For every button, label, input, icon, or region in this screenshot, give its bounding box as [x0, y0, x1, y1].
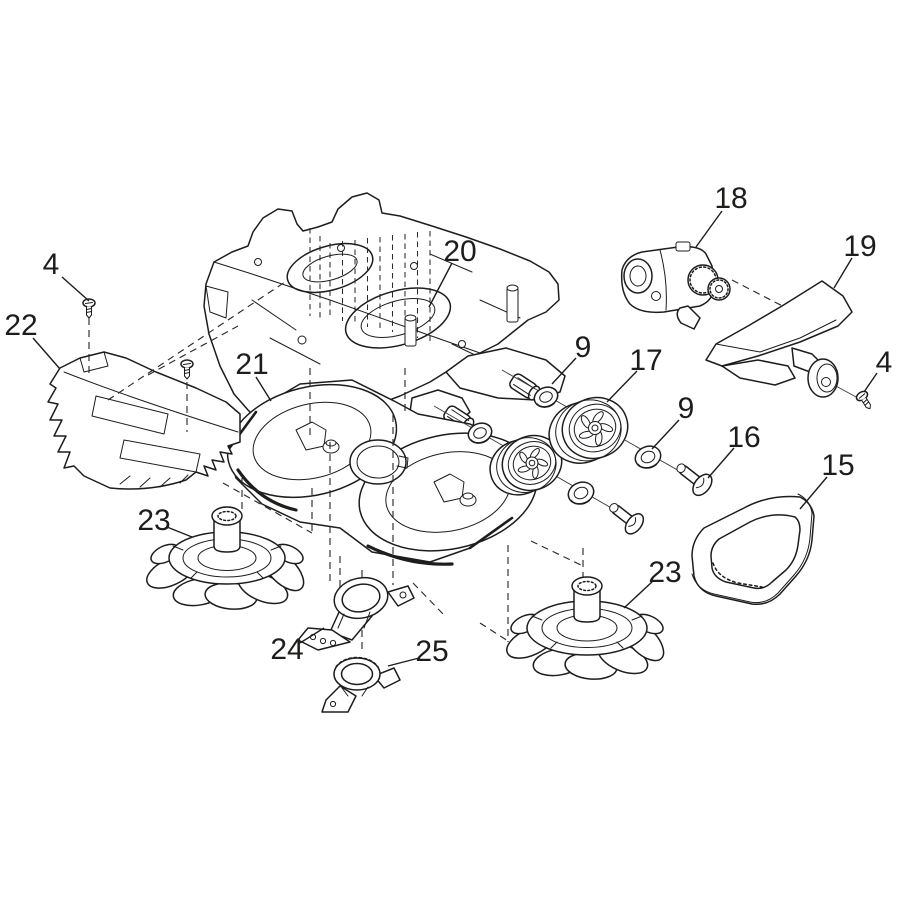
hub-socket-right [433, 473, 465, 503]
turbine-shaft [573, 587, 601, 623]
bearing-bushing [467, 422, 493, 444]
alignment-dashed-comb [309, 228, 431, 341]
bearing-clamp-lower [321, 656, 401, 713]
guide-post [506, 284, 519, 323]
callout-15: 15 [821, 449, 854, 482]
callout-21: 21 [235, 348, 268, 381]
callout-19: 19 [843, 230, 876, 263]
axle-bolt [609, 503, 645, 535]
leader-line-9-lower [651, 419, 680, 450]
center-ring-port [349, 439, 409, 485]
side-fin-panel-drawing [705, 280, 853, 398]
bearing-bushing [533, 386, 559, 408]
callout-18: 18 [714, 182, 747, 215]
turbine-cap [211, 506, 243, 526]
turbine-shaft [213, 517, 241, 553]
callout-16: 16 [727, 421, 760, 454]
callout-17: 17 [629, 344, 662, 377]
gear-stack [687, 264, 731, 301]
side-bumper-panel-drawing [47, 351, 241, 490]
callout-9-lower: 9 [678, 392, 695, 425]
bearing-bushings [467, 386, 662, 505]
leader-line-4-left [61, 276, 90, 302]
guide-post [404, 314, 417, 347]
impeller-turbine-left [146, 506, 305, 610]
leader-line-9-upper [551, 357, 577, 385]
leader-line-17 [606, 370, 638, 403]
leader-line-22 [32, 337, 61, 370]
leader-line-21 [255, 376, 272, 402]
mounting-screw-left [82, 298, 96, 319]
turbine-cap [571, 576, 603, 596]
mounting-screw-right [855, 390, 871, 410]
callout-25: 25 [415, 635, 448, 668]
leader-line-18 [695, 210, 723, 248]
drive-pulley-small [489, 434, 563, 496]
motor-gearbox-drawing [620, 241, 731, 330]
rubber-track-drawing [691, 493, 815, 606]
leader-line-19 [833, 257, 853, 289]
axle-bolt [676, 463, 713, 497]
bearing-bushing [634, 445, 662, 469]
drive-pulley-large [548, 396, 629, 464]
bearing-clamp-upper [297, 576, 415, 651]
caster-roller [807, 358, 839, 398]
clamp-tab [387, 585, 415, 607]
callout-4-left: 4 [43, 248, 60, 281]
leader-line-23-left [166, 526, 193, 538]
callout-20: 20 [443, 235, 476, 268]
hub-socket-left [295, 421, 327, 451]
callout-24: 24 [270, 633, 303, 666]
leader-line-25 [387, 657, 420, 667]
leader-line-4-right [863, 372, 878, 393]
leader-line-20 [428, 262, 453, 308]
callout-23-right: 23 [648, 556, 681, 589]
callout-22: 22 [4, 309, 37, 342]
callout-4-right: 4 [876, 346, 893, 379]
leader-line-24 [299, 627, 325, 644]
clamp-wing [373, 667, 401, 689]
leader-line-16 [707, 447, 735, 479]
impeller-turbine-right [506, 576, 665, 680]
leader-line-15 [799, 476, 828, 510]
leader-line-23-right [623, 580, 654, 609]
callout-23-left: 23 [137, 504, 170, 537]
callout-9-upper: 9 [575, 331, 592, 364]
motor-bracket [676, 305, 701, 330]
bearing-bushing [567, 481, 595, 505]
mounting-screw-center [180, 359, 194, 380]
